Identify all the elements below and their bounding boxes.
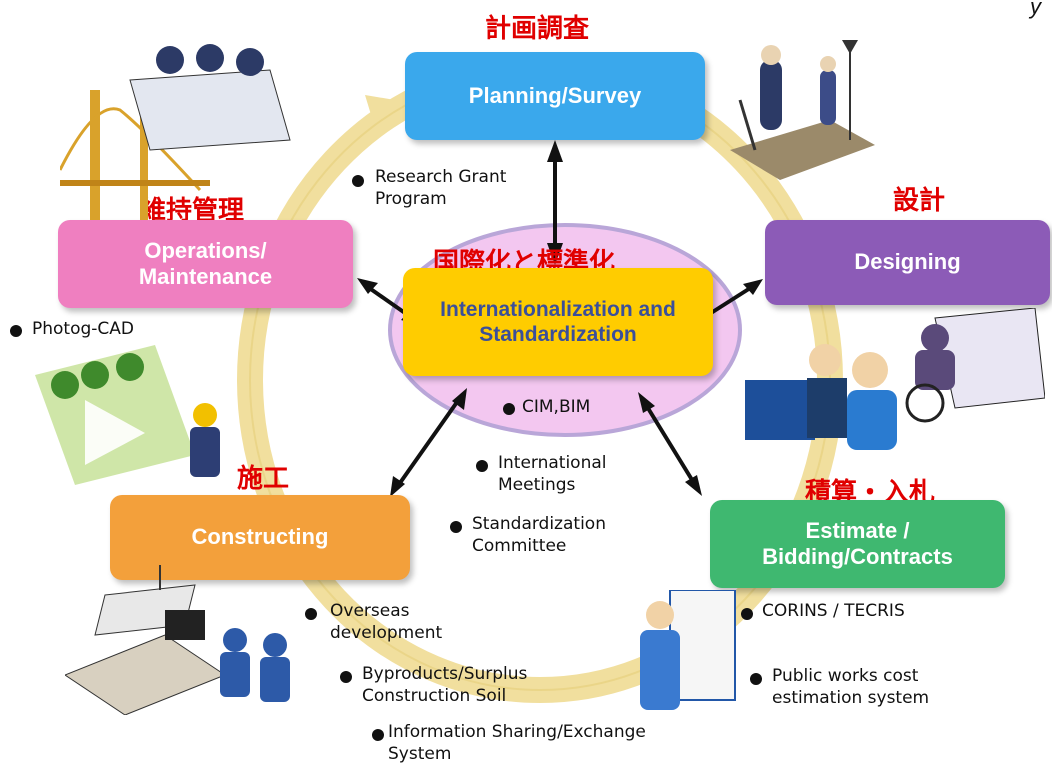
- photog-cad-illustration: [35, 345, 220, 485]
- corins-bullet: [741, 608, 753, 620]
- planning-survey-box[interactable]: Planning/Survey: [405, 52, 705, 140]
- info-sharing-note: Information Sharing/Exchange System: [388, 722, 646, 765]
- bridge-engineers-illustration: [60, 44, 291, 220]
- intl-meetings-bullet: [476, 460, 488, 472]
- info-sharing-bullet: [372, 729, 384, 741]
- overseas-bullet: [305, 608, 317, 620]
- surveyors-illustration: [730, 40, 875, 180]
- planning-jp-label: 計画調査: [485, 14, 590, 44]
- std-committee-note: Standardization Committee: [472, 514, 606, 557]
- estimators-illustration: [745, 344, 897, 450]
- intl-meetings-note: International Meetings: [498, 453, 607, 496]
- research-bullet: [352, 175, 364, 187]
- operations-maintenance-box[interactable]: Operations/ Maintenance: [58, 220, 353, 308]
- designing-jp-label: 設計: [893, 186, 946, 216]
- overseas-note: Overseas development: [330, 601, 443, 644]
- corins-note: CORINS / TECRIS: [762, 601, 905, 621]
- byproducts-note: Byproducts/Surplus Construction Soil: [362, 664, 528, 707]
- cim-bullet: [503, 403, 515, 415]
- center-internationalization-box[interactable]: Internationalization and Standardization: [403, 268, 713, 376]
- construction-workers-illustration: [65, 565, 290, 715]
- contract-signer-illustration: [640, 590, 736, 710]
- byproducts-bullet: [340, 671, 352, 683]
- public-works-note: Public works cost estimation system: [772, 666, 930, 709]
- photog-cad-note: Photog-CAD: [32, 319, 135, 339]
- designer-illustration: [905, 308, 1045, 423]
- std-committee-bullet: [450, 521, 462, 533]
- research-grant-note: Research Grant Program: [375, 167, 507, 210]
- public-works-bullet: [750, 673, 762, 685]
- top-strip-text: y: [1030, 0, 1041, 19]
- constructing-jp-label: 施工: [237, 464, 290, 494]
- photog-bullet: [10, 325, 22, 337]
- cim-bim-note: CIM,BIM: [522, 397, 591, 417]
- constructing-box[interactable]: Constructing: [110, 495, 410, 580]
- estimate-bidding-box[interactable]: Estimate / Bidding/Contracts: [710, 500, 1005, 588]
- designing-box[interactable]: Designing: [765, 220, 1050, 305]
